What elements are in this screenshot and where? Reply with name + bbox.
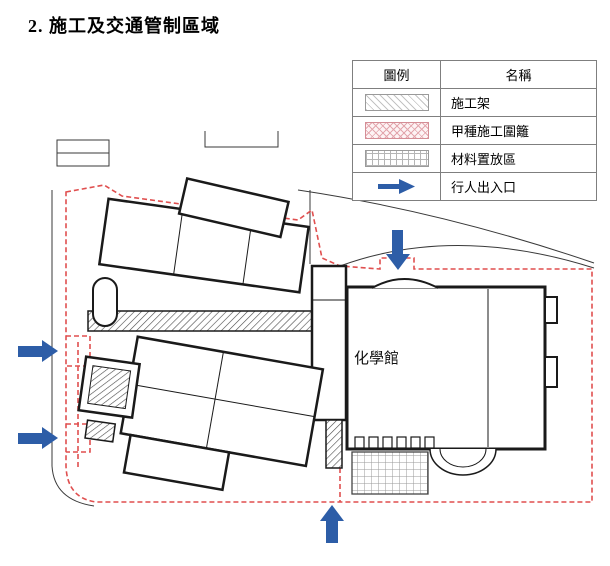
grid-swatch	[364, 150, 429, 167]
pedestrian-arrow-top	[386, 230, 410, 270]
pedestrian-arrow-left-upper	[18, 340, 58, 362]
small-square-building	[77, 355, 142, 420]
building-label: 化學館	[354, 349, 399, 367]
chemistry-building	[345, 278, 558, 476]
road-boundary-lines	[51, 131, 595, 507]
building-lower	[119, 335, 325, 492]
left-curb-line	[51, 190, 95, 507]
legend-header-row: 圖例 名稱	[352, 60, 597, 89]
red-crosshatch-swatch	[364, 122, 429, 139]
buildings	[77, 177, 558, 495]
blue-right-arrow-icon	[377, 179, 415, 194]
material-storage-area	[351, 451, 429, 495]
fence-outline	[65, 184, 593, 503]
legend-row-fence: 甲種施工圍籬	[352, 116, 597, 145]
legend-item-label: 材料置放區	[440, 144, 597, 173]
legend-header-name: 名稱	[440, 60, 597, 89]
legend-header-symbol: 圖例	[352, 60, 441, 89]
legend-row-entrance: 行人出入口	[352, 172, 597, 201]
road-arc-outer	[297, 189, 595, 264]
legend-table: 圖例 名稱 施工架 甲種施工圍籬 材料置放區 行人出入口	[352, 60, 597, 201]
pedestrian-arrow-left-lower	[18, 427, 58, 449]
wall-line-top	[204, 131, 279, 148]
scaffold-strip	[87, 310, 333, 332]
legend-row-scaffold: 施工架	[352, 88, 597, 117]
diagonal-hatch-swatch	[364, 94, 429, 111]
legend-item-label: 行人出入口	[440, 172, 597, 201]
building-upper-annex	[177, 177, 291, 239]
stadium-structure	[92, 277, 118, 327]
pedestrian-entrance-arrows	[18, 230, 410, 543]
pedestrian-arrow-bottom	[320, 505, 344, 543]
legend-row-material: 材料置放區	[352, 144, 597, 173]
legend-item-label: 甲種施工圍籬	[440, 116, 597, 145]
legend-item-label: 施工架	[440, 88, 597, 117]
tiny-hatched-block	[84, 419, 117, 443]
mid-connector-block	[310, 264, 348, 469]
road-arc-inner	[339, 245, 595, 269]
page-title: 2. 施工及交通管制區域	[28, 16, 220, 36]
